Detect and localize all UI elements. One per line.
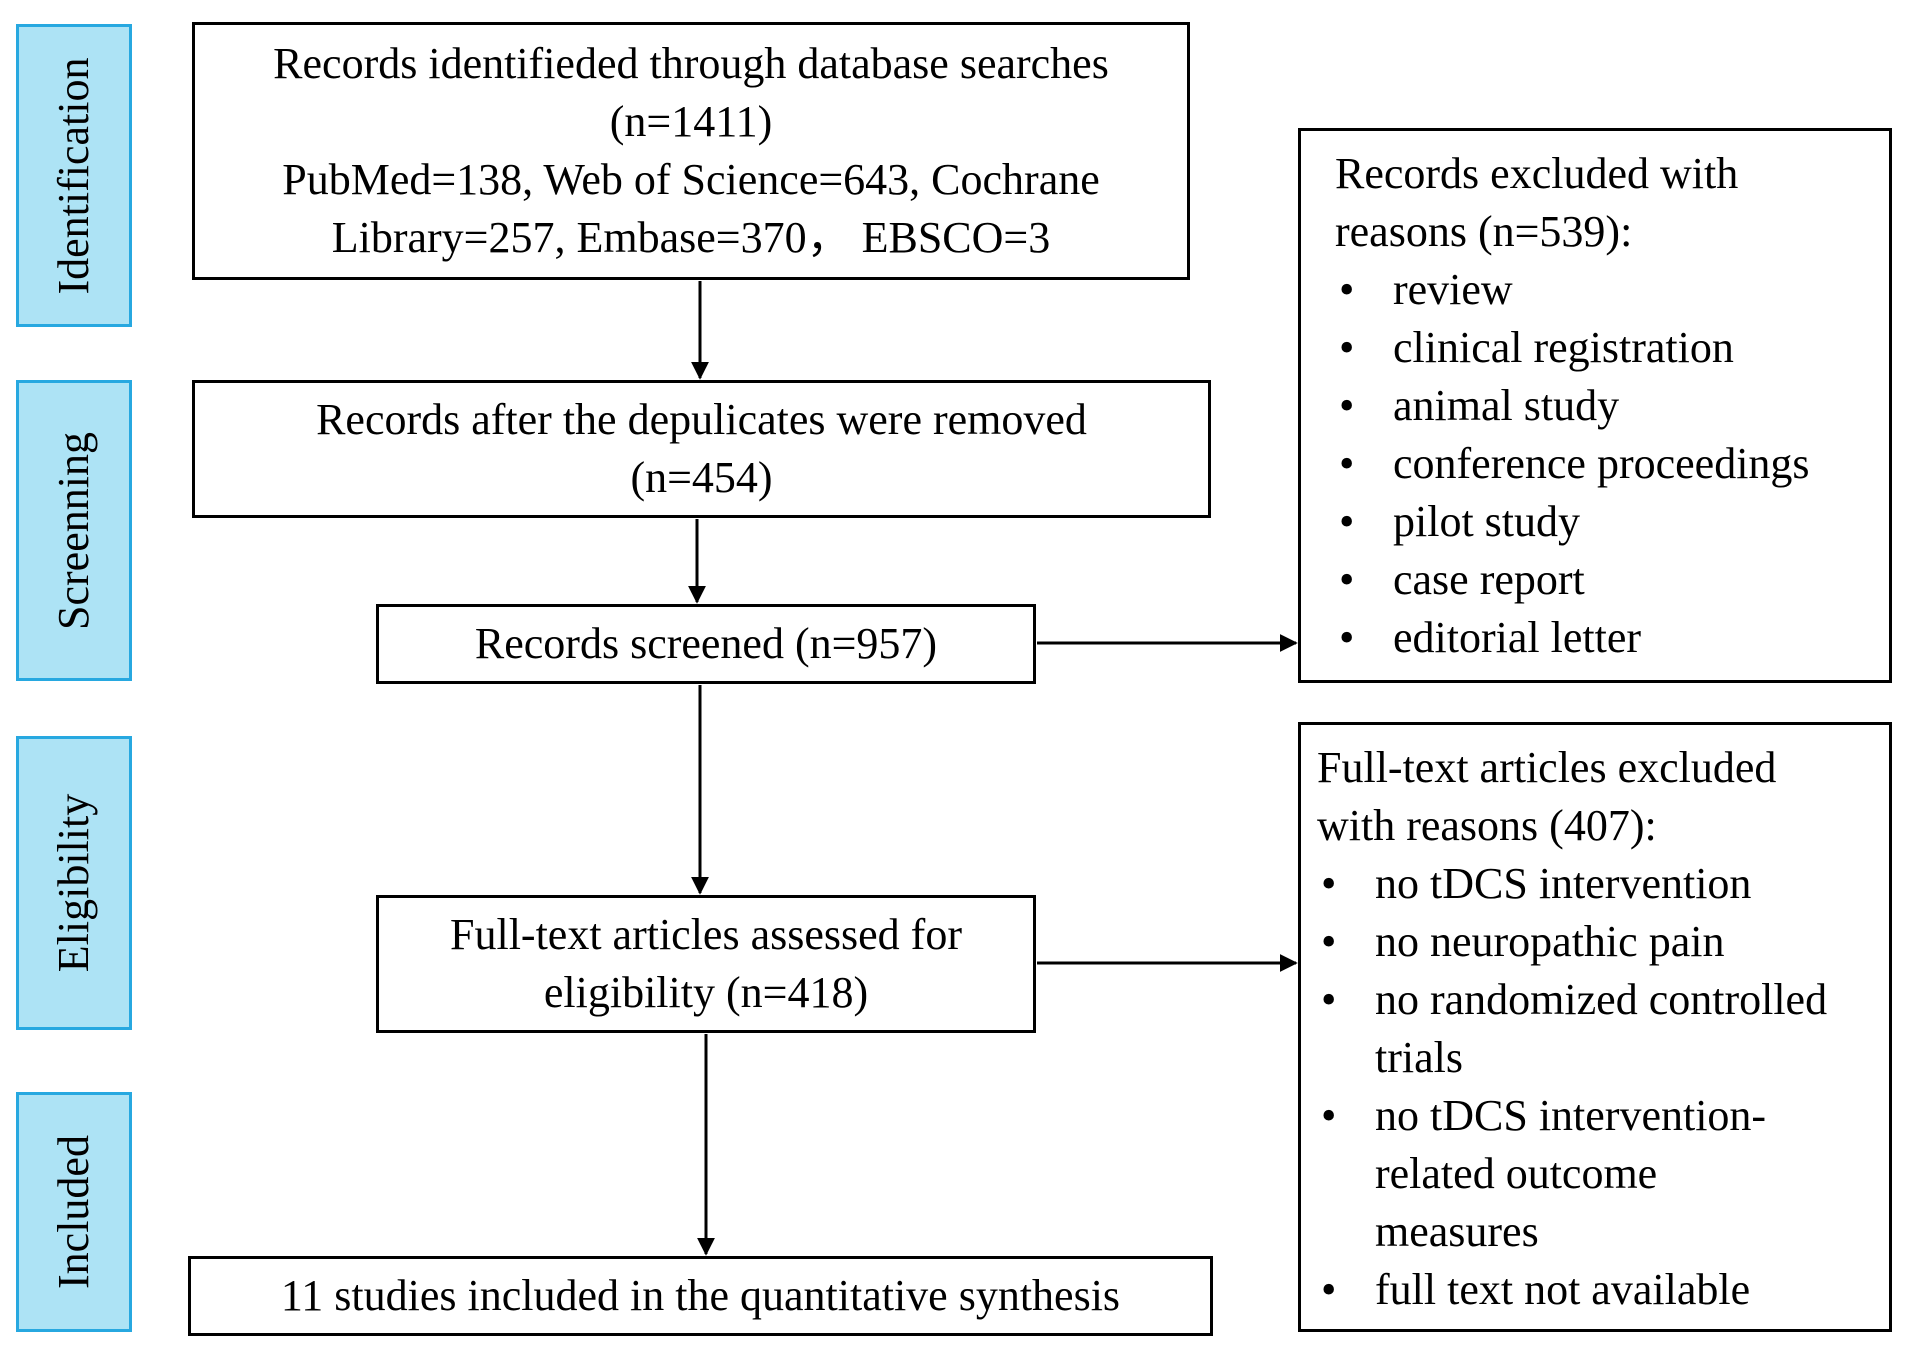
fulltext-assessed-box: Full-text articles assessed for eligibil… xyxy=(376,895,1036,1033)
list-item-text: case report xyxy=(1393,555,1585,604)
excluded-heading-line: with reasons (407): xyxy=(1317,801,1657,850)
bullet-icon: • xyxy=(1339,497,1355,546)
bullet-icon: • xyxy=(1321,1091,1337,1140)
box-line: Records after the depulicates were remov… xyxy=(316,395,1087,444)
list-item: • no randomized controlled trials xyxy=(1317,971,1871,1087)
list-item-text: measures xyxy=(1375,1207,1539,1256)
list-item: • no tDCS intervention-related outcome mea… xyxy=(1317,1087,1871,1261)
bullet-icon: • xyxy=(1321,1265,1337,1314)
excluded-heading-line: Records excluded with xyxy=(1335,149,1739,198)
excluded-records-list: • review • clinical registration • animal s… xyxy=(1335,261,1871,667)
list-item-text: no randomized controlled xyxy=(1375,975,1828,1024)
bullet-icon: • xyxy=(1339,613,1355,662)
fulltext-excluded-box: Full-text articles excluded with reasons… xyxy=(1298,722,1892,1332)
list-item-text: related outcome xyxy=(1375,1149,1658,1198)
list-item: • case report xyxy=(1335,551,1871,609)
list-item-text: clinical registration xyxy=(1393,323,1734,372)
list-item: • review xyxy=(1335,261,1871,319)
list-item-text: no neuropathic pain xyxy=(1375,917,1725,966)
bullet-icon: • xyxy=(1339,439,1355,488)
box-line: PubMed=138, Web of Science=643, Cochrane xyxy=(282,155,1100,204)
stage-eligibility: Eligibility xyxy=(16,736,132,1030)
list-item-text: review xyxy=(1393,265,1513,314)
box-line: (n=1411) xyxy=(609,97,773,146)
records-screened-box: Records screened (n=957) xyxy=(376,604,1036,684)
excluded-heading-line: reasons (n=539): xyxy=(1335,207,1633,256)
list-item-text: no tDCS intervention xyxy=(1375,859,1752,908)
list-item-text: pilot study xyxy=(1393,497,1581,546)
list-item: • pilot study xyxy=(1335,493,1871,551)
list-item: • clinical registration xyxy=(1335,319,1871,377)
box-line: Library=257, Embase=370， EBSCO=3 xyxy=(331,213,1051,262)
bullet-icon: • xyxy=(1321,975,1337,1024)
list-item: • animal study xyxy=(1335,377,1871,435)
list-item: • conference proceedings xyxy=(1335,435,1871,493)
excluded-heading-line: Full-text articles excluded xyxy=(1317,743,1777,792)
list-item-text: conference proceedings xyxy=(1393,439,1810,488)
records-deduplicated-box: Records after the depulicates were remov… xyxy=(192,380,1211,518)
box-line: Full-text articles assessed for xyxy=(450,910,962,959)
list-item: • no tDCS intervention xyxy=(1317,855,1871,913)
list-item-text: editorial letter xyxy=(1393,613,1641,662)
bullet-icon: • xyxy=(1339,555,1355,604)
list-item-text: trials xyxy=(1375,1033,1463,1082)
bullet-icon: • xyxy=(1339,265,1355,314)
box-line: Records screened (n=957) xyxy=(474,619,938,668)
stage-included: Included xyxy=(16,1092,132,1332)
studies-included-box: 11 studies included in the quantitative … xyxy=(188,1256,1213,1336)
list-item: • no neuropathic pain xyxy=(1317,913,1871,971)
list-item-text: no tDCS intervention- xyxy=(1375,1091,1767,1140)
list-item-text: animal study xyxy=(1393,381,1620,430)
stage-screening: Screenning xyxy=(16,380,132,681)
box-line: eligibility (n=418) xyxy=(543,968,869,1017)
list-item: • editorial letter xyxy=(1335,609,1871,667)
box-line: Records identifieded through database se… xyxy=(273,39,1109,88)
bullet-icon: • xyxy=(1339,323,1355,372)
records-excluded-box: Records excluded with reasons (n=539): •… xyxy=(1298,128,1892,683)
box-line: (n=454) xyxy=(630,453,773,502)
box-line: 11 studies included in the quantitative … xyxy=(280,1271,1121,1320)
excluded-fulltext-list: • no tDCS intervention • no neuropathic pa… xyxy=(1317,855,1871,1319)
list-item: • full text not available xyxy=(1317,1261,1871,1319)
bullet-icon: • xyxy=(1339,381,1355,430)
stage-identification: Identification xyxy=(16,24,132,327)
list-item-text: full text not available xyxy=(1375,1265,1751,1314)
bullet-icon: • xyxy=(1321,917,1337,966)
bullet-icon: • xyxy=(1321,859,1337,908)
records-identified-box: Records identifieded through database se… xyxy=(192,22,1190,280)
